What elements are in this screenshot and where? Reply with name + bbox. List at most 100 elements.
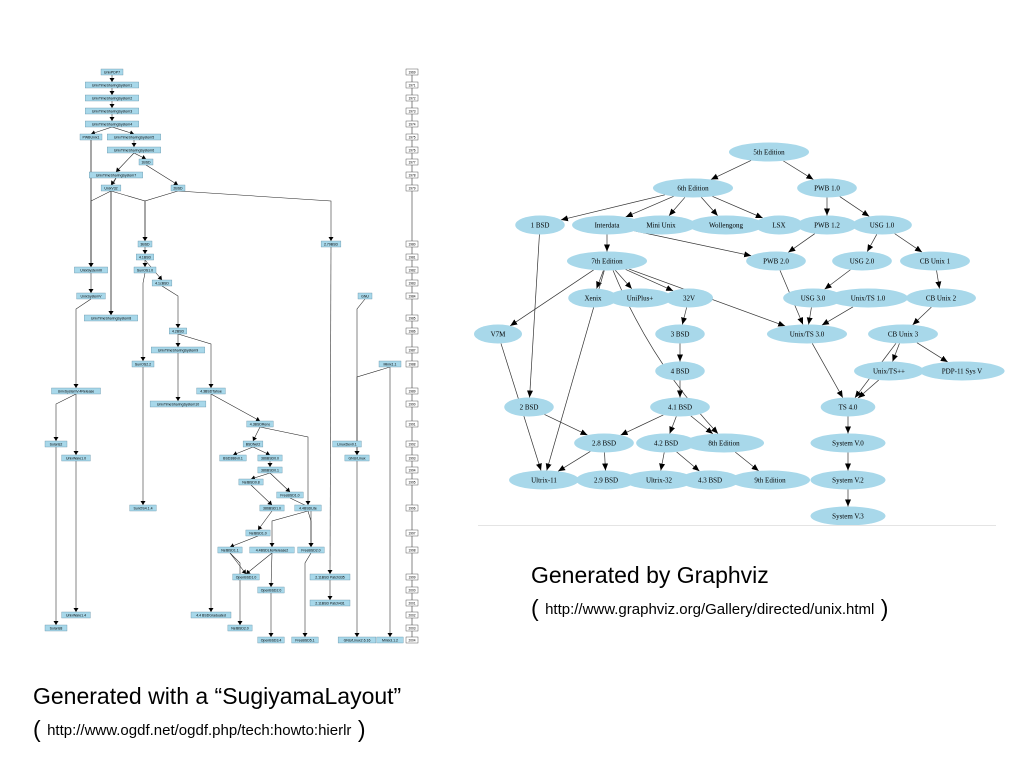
- sugiyama-node-a03[interactable]: UnixTimeSharingSystem2: [85, 94, 139, 102]
- sugiyama-node-a45[interactable]: 4.4BSDLiteRelease2: [249, 546, 295, 554]
- graphviz-node-g1bsd[interactable]: 1 BSD: [515, 215, 565, 235]
- sugiyama-node-a26[interactable]: UnixSystemV.4Release: [51, 387, 101, 395]
- graphviz-node-g41bsd[interactable]: 4.1 BSD: [650, 397, 710, 417]
- graphviz-node-gusg20[interactable]: USG 2.0: [832, 251, 892, 271]
- sugiyama-node-a43[interactable]: NetBSD1.0: [245, 529, 271, 537]
- sugiyama-node-a47[interactable]: OpenBSD1.0: [232, 573, 260, 581]
- graphviz-node-g42bsd[interactable]: 4.2 BSD: [636, 433, 696, 453]
- sugiyama-node-a56[interactable]: FreeBSD5.1: [291, 636, 319, 644]
- sugiyama-node-a28[interactable]: UnixTimeSharingSystem10: [149, 400, 207, 408]
- sugiyama-node-a13[interactable]: 3BSD: [137, 240, 153, 248]
- sugiyama-url-link[interactable]: http://www.ogdf.net/ogdf.php/tech:howto:…: [47, 722, 352, 739]
- sugiyama-node-a44[interactable]: NetBSD1.1: [217, 546, 243, 554]
- sugiyama-node-a11[interactable]: UnixV32: [100, 184, 122, 192]
- sugiyama-node-a48[interactable]: 2.11BSD Patch335: [309, 573, 351, 581]
- sugiyama-node-a20[interactable]: UnixTimeSharingSystem8: [84, 314, 138, 322]
- graphviz-node-g29bsd[interactable]: 2.9 BSD: [576, 470, 636, 490]
- sugiyama-node-a54[interactable]: Solaris8: [44, 624, 68, 632]
- sugiyama-node-a16[interactable]: SunOS1.0: [133, 266, 157, 274]
- sugiyama-node-a32[interactable]: LinuxDev0.1: [332, 440, 362, 448]
- graphviz-node-g4bsd[interactable]: 4 BSD: [655, 361, 705, 381]
- sugiyama-node-a58[interactable]: Minix3.1.2: [376, 636, 404, 644]
- graphviz-node-g28bsd[interactable]: 2.8 BSD: [574, 433, 634, 453]
- sugiyama-node-a27[interactable]: Minix1.1: [378, 360, 402, 368]
- sugiyama-node-a57[interactable]: GNU/Linux2.6.16: [337, 636, 377, 644]
- graphviz-node-gv7m[interactable]: V7M: [474, 324, 522, 344]
- sugiyama-node-a14[interactable]: 2.79BSD: [320, 240, 342, 248]
- sugiyama-node-a46[interactable]: FreeBSD2.0: [297, 546, 325, 554]
- sugiyama-node-a38[interactable]: NetBSD0.8: [238, 478, 264, 486]
- graphviz-node-g9[interactable]: 9th Edition: [729, 470, 811, 490]
- sugiyama-node-a36[interactable]: GNU/Linux: [344, 454, 370, 462]
- graphviz-node-gultrix32[interactable]: Ultrix-32: [624, 470, 694, 490]
- graphviz-node-g7[interactable]: 7th Edition: [566, 251, 648, 271]
- sugiyama-node-a08[interactable]: UnixTimeSharingSystem6: [107, 146, 161, 154]
- graphviz-node-gcb3[interactable]: CB Unix 3: [868, 324, 938, 344]
- sugiyama-node-a10[interactable]: UnixTimeSharingSystem7: [89, 171, 143, 179]
- sugiyama-node-a39[interactable]: FreeBSD1.0: [276, 491, 304, 499]
- sugiyama-node-a53[interactable]: NetBSD2.0: [227, 624, 253, 632]
- sugiyama-node-a52[interactable]: 4.4 BSDGraduated: [190, 611, 232, 619]
- sugiyama-node-a21[interactable]: 4.2BSD: [169, 327, 187, 335]
- sugiyama-node-a22[interactable]: GNU: [357, 292, 373, 300]
- graphviz-node-gcb1[interactable]: CB Unix 1: [900, 251, 970, 271]
- graphviz-node-g8[interactable]: 8th Edition: [683, 433, 765, 453]
- graphviz-node-gsv0[interactable]: System V.0: [810, 433, 886, 453]
- sugiyama-node-a06[interactable]: PWBUnix1: [79, 133, 103, 141]
- sugiyama-node-a29[interactable]: 4.3BSDReno: [246, 420, 274, 428]
- sugiyama-node-a35[interactable]: UnixWare1.0: [61, 454, 91, 462]
- graphviz-node-guts30[interactable]: Unix/TS 3.0: [766, 324, 848, 344]
- sugiyama-node-a30[interactable]: BSDNet2: [242, 440, 264, 448]
- graphviz-node-g6[interactable]: 6th Edition: [652, 178, 734, 198]
- graphviz-node-gpwb10[interactable]: PWB 1.0: [797, 178, 857, 198]
- sugiyama-node-a49[interactable]: OpenBSD2.0: [257, 586, 285, 594]
- graphviz-node-gwoll[interactable]: Wollengong: [688, 215, 764, 235]
- graphviz-node-g43bsd[interactable]: 4.3 BSD: [680, 470, 740, 490]
- sugiyama-node-a40[interactable]: SunOS4.1.4: [129, 504, 157, 512]
- graphviz-node-gmini[interactable]: Mini Unix: [626, 215, 696, 235]
- sugiyama-node-a18[interactable]: 4.1cBSD: [151, 279, 173, 287]
- graphviz-url-link[interactable]: http://www.graphviz.org/Gallery/directed…: [545, 601, 875, 618]
- graphviz-node-gultrix11[interactable]: Ultrix-11: [509, 470, 579, 490]
- sugiyama-node-a55[interactable]: OpenBSD3.4: [257, 636, 285, 644]
- sugiyama-node-a41[interactable]: 386BSD1.0: [259, 504, 285, 512]
- sugiyama-node-a25[interactable]: 4.3BSDTahoe: [196, 387, 226, 395]
- graphviz-node-g32v[interactable]: 32V: [665, 288, 713, 308]
- graphviz-node-gts40[interactable]: TS 4.0: [820, 397, 876, 417]
- graphviz-node-gsv2[interactable]: System V.2: [810, 470, 886, 490]
- sugiyama-node-a23[interactable]: UnixTimeSharingSystem9: [151, 346, 205, 354]
- graphviz-node-gpdp[interactable]: PDP-11 Sys V: [919, 361, 1005, 381]
- graphviz-node-gusg30[interactable]: USG 3.0: [783, 288, 843, 308]
- graphviz-node-gusg10[interactable]: USG 1.0: [852, 215, 912, 235]
- graphviz-node-gsv3[interactable]: System V.3: [810, 506, 886, 526]
- sugiyama-node-a15[interactable]: 4.1BSD: [136, 253, 154, 261]
- graphviz-node-g3bsd[interactable]: 3 BSD: [655, 324, 705, 344]
- sugiyama-node-a24[interactable]: SunOS2.2: [131, 360, 155, 368]
- sugiyama-node-a31[interactable]: Solaris2: [44, 440, 68, 448]
- sugiyama-node-a37[interactable]: 386BSD0.1: [257, 466, 283, 474]
- sugiyama-node-a33[interactable]: BSD386v0.1: [219, 454, 247, 462]
- sugiyama-node-a09[interactable]: 1BSD: [138, 158, 154, 166]
- graphviz-node-guniplus[interactable]: UniPlus+: [607, 288, 673, 308]
- graphviz-node-gxenix[interactable]: Xenix: [568, 288, 618, 308]
- sugiyama-node-a12[interactable]: 2BSD: [170, 184, 186, 192]
- sugiyama-node-a02[interactable]: UnixTimeSharingSystem1: [85, 81, 139, 89]
- graphviz-node-g5[interactable]: 5th Edition: [728, 142, 810, 162]
- graphviz-node-gpwb12[interactable]: PWB 1.2: [797, 215, 857, 235]
- sugiyama-node-a19[interactable]: UnixSystemV: [76, 292, 106, 300]
- graphviz-node-gcb2[interactable]: CB Unix 2: [906, 288, 976, 308]
- sugiyama-node-a42[interactable]: 4.4BSDLite: [294, 504, 322, 512]
- sugiyama-node-a01[interactable]: UnixPDP7: [100, 68, 124, 76]
- graphviz-node-glsx[interactable]: LSX: [755, 215, 803, 235]
- sugiyama-node-a04[interactable]: UnixTimeSharingSystem3: [85, 107, 139, 115]
- graphviz-node-ginter[interactable]: Interdata: [572, 215, 642, 235]
- graphviz-node-g2bsd[interactable]: 2 BSD: [504, 397, 554, 417]
- sugiyama-node-a17[interactable]: UnixSystemIII: [74, 266, 108, 274]
- sugiyama-node-a05[interactable]: UnixTimeSharingSystem4: [85, 120, 139, 128]
- sugiyama-node-a51[interactable]: UnixWare1.4: [61, 611, 91, 619]
- graphviz-node-gpwb20[interactable]: PWB 2.0: [746, 251, 806, 271]
- graphviz-node-gutspp[interactable]: Unix/TS++: [854, 361, 924, 381]
- sugiyama-node-a50[interactable]: 2.11BSD Patch431: [309, 599, 351, 607]
- graphviz-node-guts10[interactable]: Unix/TS 1.0: [827, 288, 909, 308]
- sugiyama-node-a34[interactable]: 386BSD0.0: [257, 454, 283, 462]
